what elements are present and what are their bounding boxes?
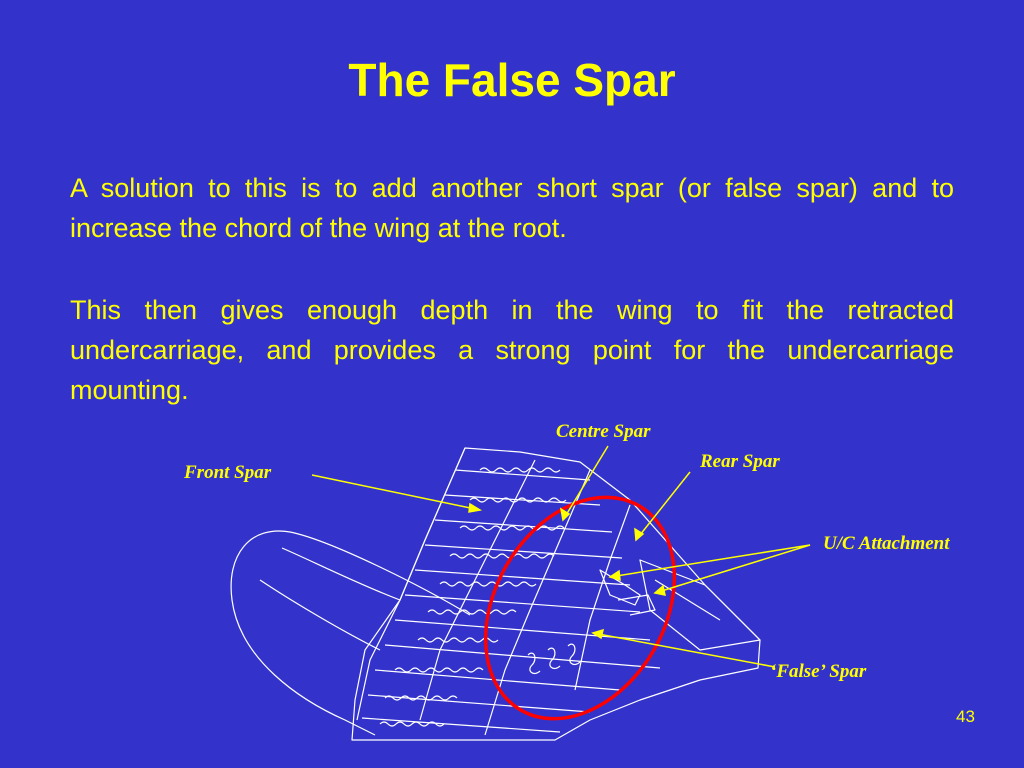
stringer-texture	[479, 467, 561, 473]
wing-outline	[351, 447, 761, 741]
wing-rib	[404, 594, 641, 613]
stringer-texture	[379, 721, 445, 727]
stringer-texture	[394, 667, 484, 673]
arrowhead-rear-spar	[634, 527, 645, 542]
uc-bracket-2	[617, 594, 656, 616]
arrowhead-front-spar	[468, 502, 483, 513]
leader-front-spar	[311, 474, 481, 511]
fuselage-outline	[230, 530, 471, 736]
paragraph-depth: This then gives enough depth in the wing…	[70, 295, 954, 405]
wing-rib	[394, 619, 651, 641]
wing-rib	[414, 569, 631, 586]
leader-rear-spar	[635, 471, 691, 541]
paragraph-solution: A solution to this is to add another sho…	[70, 173, 954, 243]
wing-rib	[361, 717, 561, 733]
arrowhead-uc-1	[608, 569, 621, 582]
wing-rib	[424, 544, 623, 559]
stringer-texture	[427, 609, 517, 615]
wing-rib	[454, 469, 591, 481]
stringer-texture	[449, 553, 555, 559]
flap-inner-line	[654, 579, 721, 621]
label-false-spar: ‘False’ Spar	[770, 661, 867, 682]
arrowhead-centre-spar	[559, 507, 571, 522]
false-spar-detail	[567, 643, 581, 666]
fuselage-inner-line	[281, 547, 401, 601]
arrowhead-uc-2	[653, 584, 666, 596]
stringer-texture	[439, 581, 537, 587]
wing-rib	[434, 519, 613, 533]
page-number: 43	[956, 707, 975, 726]
fuselage-inner-line-2	[259, 579, 381, 651]
leader-centre-spar	[562, 445, 609, 521]
label-uc-attachment: U/C Attachment	[823, 533, 950, 554]
leader-uc-attachment-2	[654, 544, 811, 594]
highlight-ellipse	[483, 495, 677, 721]
wing-rib	[384, 644, 661, 669]
false-spar-detail	[527, 652, 541, 675]
stringer-texture	[459, 525, 565, 531]
front-spar	[356, 447, 466, 721]
stringer-texture	[384, 695, 458, 701]
label-rear-spar: Rear Spar	[700, 451, 780, 472]
arrowhead-false-spar	[591, 628, 605, 640]
leader-uc-attachment-1	[609, 544, 811, 578]
uc-bracket	[599, 569, 641, 606]
leader-false-spar	[592, 632, 776, 668]
stringer-texture	[469, 497, 567, 503]
false-spar-detail	[547, 647, 561, 670]
label-front-spar: Front Spar	[184, 462, 272, 483]
flap-outline	[639, 559, 761, 651]
wing-rib	[367, 694, 591, 713]
rear-spar-line	[484, 469, 591, 736]
label-centre-spar: Centre Spar	[556, 421, 651, 442]
false-spar-line	[574, 504, 631, 691]
slide-title: The False Spar	[348, 54, 676, 106]
wing-rib	[374, 669, 621, 691]
